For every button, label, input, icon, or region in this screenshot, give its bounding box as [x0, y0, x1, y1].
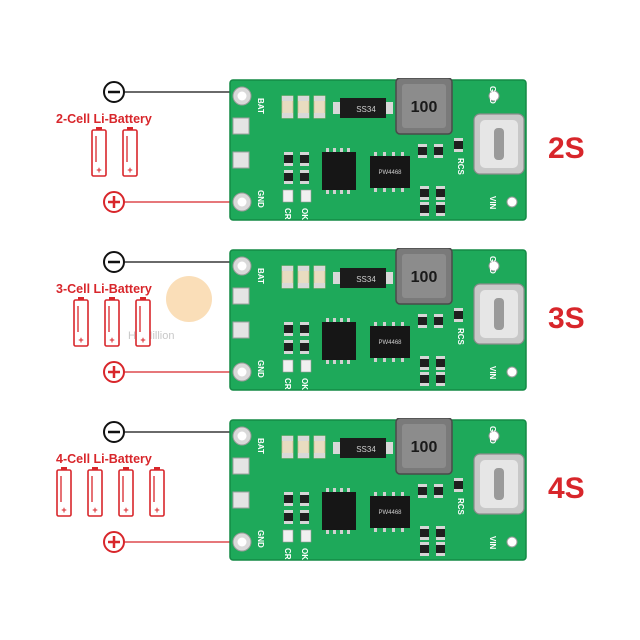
battery-cell-label: 3-Cell Li-Battery [56, 282, 152, 296]
minus-terminal-icon [103, 81, 125, 103]
minus-terminal-icon [103, 251, 125, 273]
battery-icon: + [122, 127, 138, 177]
svg-text:+: + [109, 335, 114, 345]
battery-icon: + [104, 297, 120, 347]
svg-text:+: + [61, 505, 66, 515]
series-label: 4S [548, 472, 585, 505]
series-label: 2S [548, 132, 585, 165]
battery-icon: + [118, 467, 134, 517]
svg-text:SS34: SS34 [356, 105, 376, 114]
svg-text:BAT: BAT [256, 438, 265, 454]
svg-text:VIN: VIN [488, 196, 497, 210]
battery-cell-label: 2-Cell Li-Battery [56, 112, 152, 126]
svg-text:100: 100 [411, 439, 438, 456]
svg-text:CR: CR [283, 378, 292, 390]
plus-terminal-icon [103, 361, 125, 383]
svg-text:PW4468: PW4468 [378, 510, 402, 516]
svg-text:SS34: SS34 [356, 275, 376, 284]
svg-text:OK: OK [300, 208, 309, 220]
series-label: 3S [548, 302, 585, 335]
minus-terminal-icon [103, 421, 125, 443]
svg-text:GND: GND [488, 426, 497, 444]
svg-text:+: + [127, 165, 132, 175]
battery-icon: + [91, 127, 107, 177]
svg-text:BAT: BAT [256, 268, 265, 284]
svg-text:+: + [154, 505, 159, 515]
plus-terminal-icon [103, 531, 125, 553]
svg-text:+: + [123, 505, 128, 515]
svg-text:100: 100 [411, 269, 438, 286]
battery-icon: + [87, 467, 103, 517]
battery-icon: + [73, 297, 89, 347]
plus-terminal-icon [103, 191, 125, 213]
svg-text:CR: CR [283, 548, 292, 560]
svg-text:GND: GND [488, 256, 497, 274]
svg-text:+: + [92, 505, 97, 515]
svg-text:RCS: RCS [456, 328, 465, 346]
svg-text:GND: GND [256, 360, 265, 378]
svg-text:RCS: RCS [456, 498, 465, 516]
svg-text:SS34: SS34 [356, 445, 376, 454]
svg-text:VIN: VIN [488, 366, 497, 380]
svg-text:GND: GND [256, 190, 265, 208]
svg-text:+: + [96, 165, 101, 175]
battery-icon: + [135, 297, 151, 347]
svg-text:PW4468: PW4468 [378, 170, 402, 176]
watermark-logo [166, 276, 212, 322]
svg-text:PW4468: PW4468 [378, 340, 402, 346]
svg-text:OK: OK [300, 548, 309, 560]
svg-text:OK: OK [300, 378, 309, 390]
svg-text:VIN: VIN [488, 536, 497, 550]
svg-text:100: 100 [411, 99, 438, 116]
svg-text:+: + [140, 335, 145, 345]
svg-text:GND: GND [256, 530, 265, 548]
svg-text:CR: CR [283, 208, 292, 220]
battery-icon: + [149, 467, 165, 517]
battery-icon: + [56, 467, 72, 517]
battery-cell-label: 4-Cell Li-Battery [56, 452, 152, 466]
svg-text:GND: GND [488, 86, 497, 104]
svg-text:RCS: RCS [456, 158, 465, 176]
svg-text:+: + [78, 335, 83, 345]
svg-text:BAT: BAT [256, 98, 265, 114]
